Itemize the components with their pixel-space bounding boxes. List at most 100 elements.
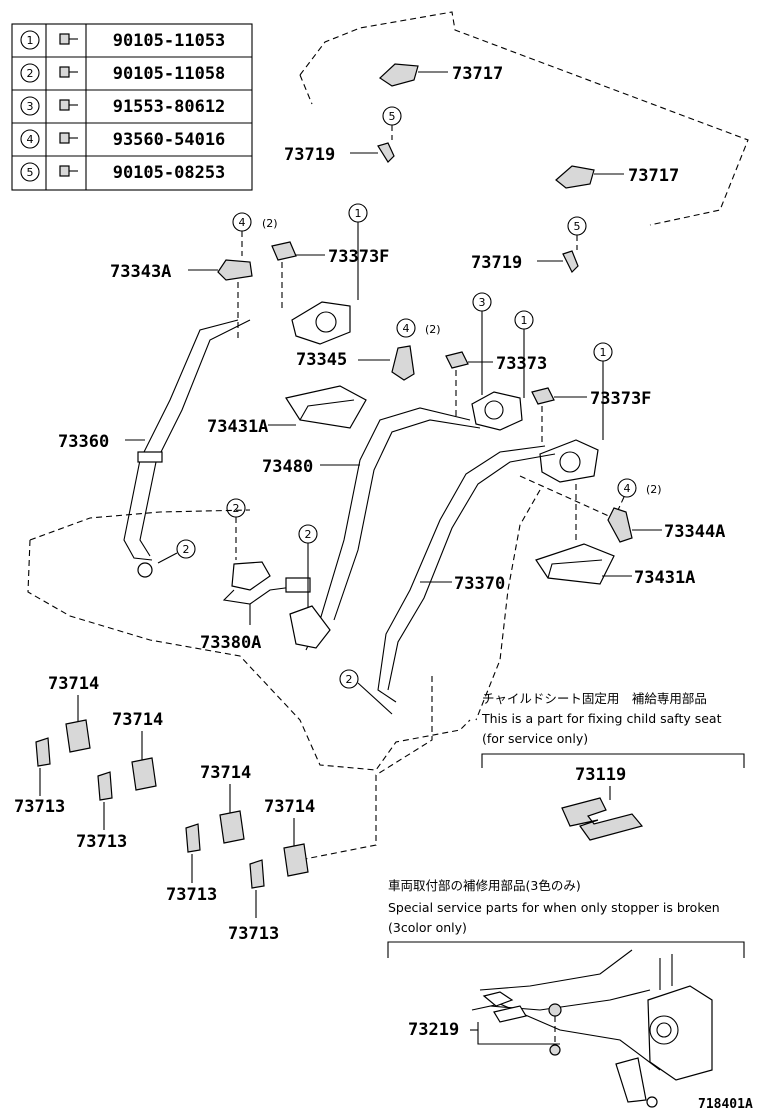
part-73219-stopper [482,991,514,1007]
label-73219: 73219 [408,1020,459,1040]
bolt-ref: 4 [27,133,34,146]
label-73431a: 73431A [207,417,268,437]
callout-5: 5 [574,220,581,233]
clip-group: 73714 73713 [166,763,251,905]
left-retractor [291,301,351,345]
child-seat-note-en2: (for service only) [482,731,588,746]
part-73345-guide: 73345 [296,345,415,381]
child-seat-note-jp: チャイルドシート固定用 補給専用部品 [482,691,707,706]
bolt-part-number: 93560-54016 [113,130,226,150]
part-73343a-anchor: 4 (2) 73343A [110,212,278,340]
callout-1: 1 [521,314,528,327]
label-73717: 73717 [452,64,503,84]
callout-1: 1 [355,207,362,220]
label-73431a: 73431A [634,568,695,588]
center-buckle [289,605,331,649]
label-73373f: 73373F [590,389,651,409]
label-73714: 73714 [112,710,163,730]
bolt-icon [59,33,78,45]
callout-4: 4 [403,322,410,335]
callout-4: 4 [239,216,246,229]
bolt-ref: 2 [27,67,34,80]
floor-outline [27,489,541,771]
label-73713: 73713 [76,832,127,852]
stopper-washer [549,1044,561,1056]
bolt-icon [59,99,78,111]
label-73373f: 73373F [328,247,389,267]
part-73717-cover: 73717 [555,165,679,189]
part-73431a-tray: 73431A [535,484,695,588]
part-73380a-buckle: 73380A [200,561,311,653]
part-73717-cover: 73717 [379,63,503,87]
part-73373f-cover: 73373F [531,387,651,445]
callout-2: 2 [305,528,312,541]
bolt-table-row: 3 91553-80612 [20,96,225,117]
label-73713: 73713 [228,924,279,944]
label-73380a: 73380A [200,633,261,653]
stopper-note-en: Special service parts for when only stop… [388,900,720,915]
callout-2: 2 [183,543,190,556]
clip-group: 73714 73713 [76,710,163,852]
part-73373-cover: 73373 [445,351,547,420]
bolt-table: 1 90105-11053 2 90105-11058 3 91553-8061… [11,23,253,191]
part-73360-belt: 73360 [58,319,251,578]
bolt-ref: 3 [27,100,34,113]
bolt-part-number: 90105-08253 [113,163,226,183]
label-73713: 73713 [166,885,217,905]
part-73719-clip: 5 73719 [471,216,587,274]
callout-1: 1 [600,346,607,359]
bolt-icon [59,165,78,177]
callout-qty: (2) [262,217,278,230]
bolt-table-row: 2 90105-11058 [20,63,226,84]
part-73431a-tray: 73431A [207,385,367,437]
callout-3: 3 [479,296,486,309]
callout-qty: (2) [646,483,662,496]
bolt-table-row: 4 93560-54016 [20,129,226,150]
label-73343a: 73343A [110,262,171,282]
stopper-note-jp: 車両取付部の補修用部品(3色のみ) [388,878,581,893]
bolt-icon [59,132,78,144]
bolt-part-number: 90105-11058 [113,64,226,84]
part-73119-anchor [561,797,644,841]
callout-2: 2 [233,502,240,515]
stopper-button [548,1003,562,1017]
part-73370-belt: 73370 [377,445,556,703]
bolt-table-row: 5 90105-08253 [20,162,226,183]
package-tray-outline [299,11,749,226]
callout-2: 2 [346,673,353,686]
label-73373: 73373 [496,354,547,374]
child-seat-note-en: This is a part for fixing child safty se… [481,711,722,726]
clip-group: 73714 73713 [228,797,315,944]
right-retractor [539,439,599,483]
center-retractor [471,391,523,431]
stopper-note-en2: (3color only) [388,920,467,935]
tray-edge [299,74,313,105]
part-73719-clip: 5 73719 [284,106,402,165]
label-73119: 73119 [575,765,626,785]
label-73714: 73714 [264,797,315,817]
label-73713: 73713 [14,797,65,817]
bolt-part-number: 90105-11053 [113,31,226,51]
callout-qty: (2) [425,323,441,336]
label-73480: 73480 [262,457,313,477]
diagram-id: 718401A [698,1097,753,1112]
bolt-ref: 1 [27,34,34,47]
bolt-icon [59,66,78,78]
bolt-ref: 5 [27,166,34,179]
label-73360: 73360 [58,432,109,452]
label-73344a: 73344A [664,522,725,542]
retractor-housing [647,985,713,1081]
label-73719: 73719 [284,145,335,165]
label-73719: 73719 [471,253,522,273]
label-73714: 73714 [48,674,99,694]
callout-4: 4 [624,482,631,495]
part-73373f-cover: 73373F [271,241,389,310]
callout-5: 5 [389,110,396,123]
stopper-note: 車両取付部の補修用部品(3色のみ) Special service parts … [387,878,745,1108]
leader-dashed [299,676,433,861]
label-73714: 73714 [200,763,251,783]
label-73345: 73345 [296,350,347,370]
label-73370: 73370 [454,574,505,594]
clip-group: 73714 73713 [14,674,99,817]
